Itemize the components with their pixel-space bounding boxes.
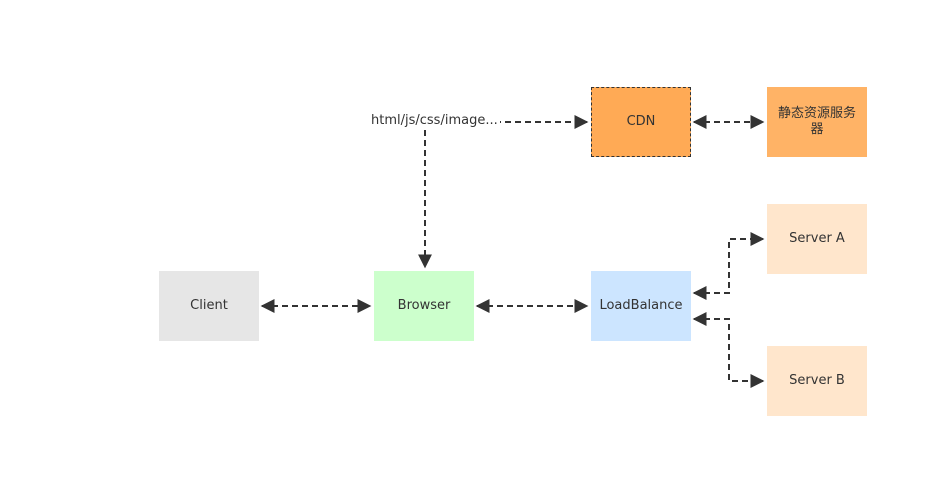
node-cdn-label: CDN — [626, 114, 656, 129]
node-load-balance-label: LoadBalance — [599, 298, 683, 313]
node-server-a: Server A — [767, 204, 867, 274]
node-static-server: 静态资源服务器 — [767, 87, 867, 157]
node-server-a-label: Server A — [789, 231, 845, 246]
node-client-label: Client — [190, 298, 228, 313]
node-server-b: Server B — [767, 346, 867, 416]
node-browser: Browser — [374, 271, 474, 341]
edge-lb-server-a — [692, 232, 765, 300]
edge-label-assets: html/js/css/image... — [369, 113, 500, 128]
node-server-b-label: Server B — [789, 373, 845, 388]
node-static-server-label: 静态资源服务器 — [777, 106, 856, 137]
edge-lb-server-b — [692, 312, 765, 388]
node-client: Client — [159, 271, 259, 341]
node-cdn: CDN — [591, 87, 691, 157]
node-load-balance: LoadBalance — [591, 271, 691, 341]
node-browser-label: Browser — [397, 298, 451, 313]
